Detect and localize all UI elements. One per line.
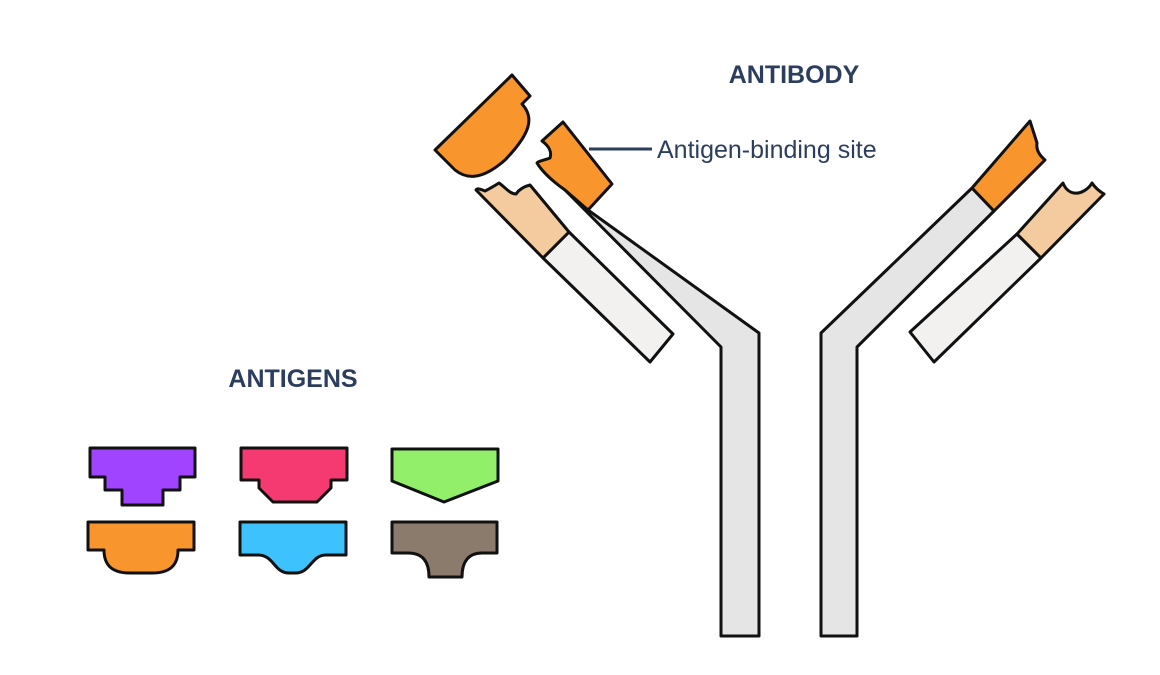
antibody-title: ANTIBODY [729,61,860,89]
left-light-variable-region [474,181,571,260]
right-light-variable-region [1015,181,1106,260]
antigens-grid [86,446,500,579]
right-heavy-chain [819,186,996,638]
right-heavy-variable-region [970,119,1047,213]
purple-antigen [88,446,197,507]
left-heavy-variable-region [535,120,614,212]
brown-antigen [390,520,499,579]
bound-orange-antigen [433,73,532,178]
antibody [433,73,1106,638]
pink-antigen [239,446,349,504]
orange-antigen [86,520,196,575]
left-light-chain [541,230,675,364]
antigens-title: ANTIGENS [228,365,357,393]
blue-antigen [238,520,348,575]
green-antigen [390,447,500,504]
binding-site-label: Antigen-binding site [657,136,877,164]
